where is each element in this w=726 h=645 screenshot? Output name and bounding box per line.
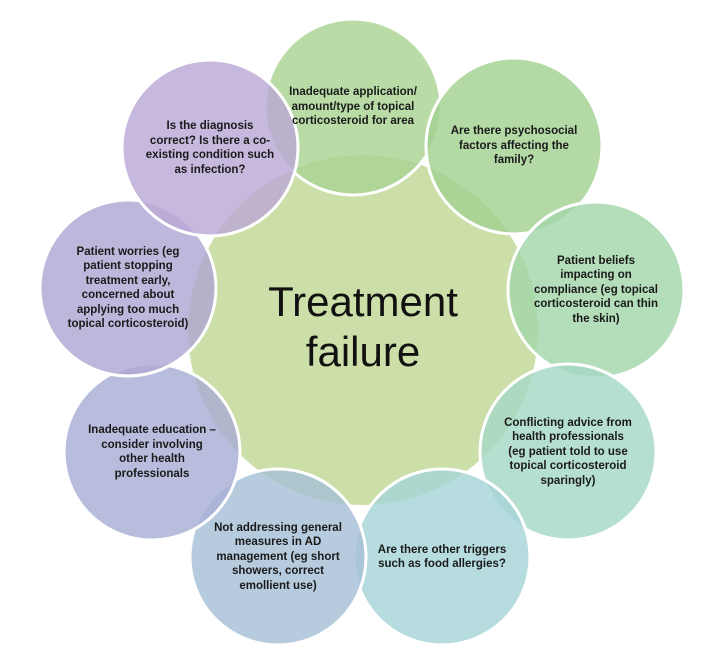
petal-circle-9 — [120, 58, 300, 238]
petal-label-5: Are there other triggers such as food al… — [377, 543, 507, 571]
petal-circle-2 — [424, 56, 604, 236]
petal-label-3: Patient beliefs impacting on compliance … — [534, 254, 658, 325]
center-title: Treatment failure — [268, 278, 458, 375]
petal-circle-4 — [478, 362, 658, 542]
petal-circle-8 — [38, 198, 218, 378]
petal-label-6: Not addressing general measures in AD ma… — [214, 521, 342, 592]
petal-label-8: Patient worries (eg patient stopping tre… — [67, 245, 189, 331]
petal-circle-6 — [188, 467, 368, 645]
petal-label-1: Inadequate application/ amount/type of t… — [289, 86, 417, 128]
petal-label-7: Inadequate education – consider involvin… — [88, 424, 216, 480]
petal-label-2: Are there psychosocial factors affecting… — [450, 125, 578, 167]
center-circle — [188, 155, 538, 505]
petal-label-4: Conflicting advice from health professio… — [504, 416, 632, 487]
petal-label-9: Is the diagnosis correct? Is there a co-… — [145, 120, 275, 176]
